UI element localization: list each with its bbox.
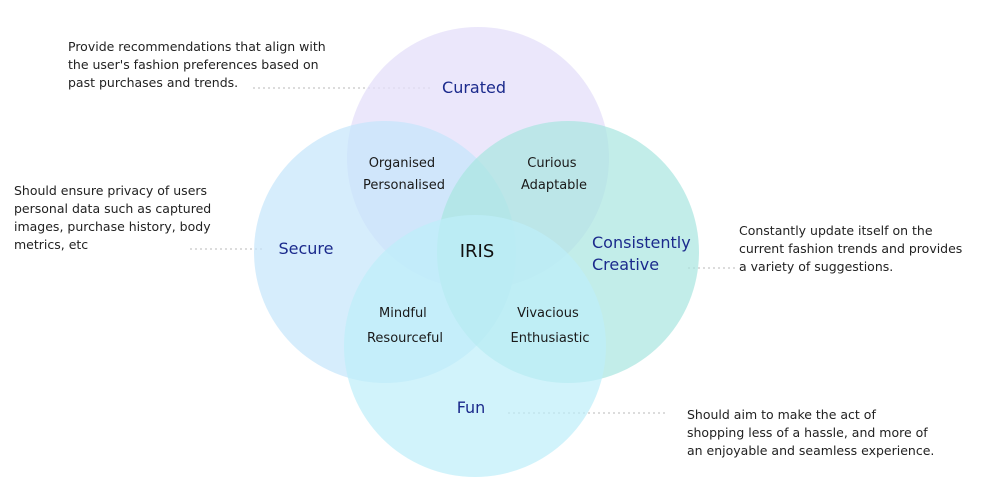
overlap-creative-fun: Vivacious Enthusiastic xyxy=(510,306,589,346)
label-creative: Consistently Creative xyxy=(592,233,696,274)
overlap-creative-fun-line-2: Enthusiastic xyxy=(510,331,589,346)
overlap-creative-fun-line-1: Vivacious xyxy=(517,306,579,321)
note-secure-line: metrics, etc xyxy=(14,237,89,252)
note-fun-line: shopping less of a hassle, and more of xyxy=(687,425,928,440)
note-curated-line: past purchases and trends. xyxy=(68,75,239,90)
note-curated-line: Provide recommendations that align with xyxy=(68,39,326,54)
overlap-secure-fun-line-1: Mindful xyxy=(379,306,427,321)
label-curated: Curated xyxy=(442,78,506,97)
note-secure-line: Should ensure privacy of users xyxy=(14,183,208,198)
label-secure: Secure xyxy=(278,239,333,258)
overlap-secure-fun-line-2: Resourceful xyxy=(367,331,443,346)
overlap-curated-creative-line-2: Adaptable xyxy=(521,178,587,193)
note-secure: Should ensure privacy of users personal … xyxy=(14,182,211,254)
note-creative-line: Constantly update itself on the xyxy=(739,223,933,238)
note-curated-line: the user's fashion preferences based on xyxy=(68,57,319,72)
overlap-curated-creative: Curious Adaptable xyxy=(521,156,587,193)
circle-fun xyxy=(344,215,606,477)
overlap-curated-secure-line-1: Organised xyxy=(369,156,435,171)
label-creative-line-2: Creative xyxy=(592,255,659,274)
note-creative-line: a variety of suggestions. xyxy=(739,259,894,274)
note-secure-line: images, purchase history, body xyxy=(14,219,211,234)
note-fun-line: Should aim to make the act of xyxy=(687,407,876,422)
label-curated-line: Curated xyxy=(442,78,506,97)
note-fun-line: an enjoyable and seamless experience. xyxy=(687,443,935,458)
label-fun: Fun xyxy=(457,398,486,417)
label-secure-line: Secure xyxy=(278,239,333,258)
note-creative: Constantly update itself on the current … xyxy=(739,222,962,276)
overlap-curated-secure: Organised Personalised xyxy=(363,156,445,193)
note-creative-line: current fashion trends and provides xyxy=(739,241,963,256)
center-label: IRIS xyxy=(460,241,495,262)
label-fun-line: Fun xyxy=(457,398,486,417)
overlap-curated-secure-line-2: Personalised xyxy=(363,178,445,193)
note-fun: Should aim to make the act of shopping l… xyxy=(687,406,934,460)
overlap-secure-fun: Mindful Resourceful xyxy=(367,306,443,346)
note-curated: Provide recommendations that align with … xyxy=(68,38,326,92)
overlap-curated-creative-line-1: Curious xyxy=(527,156,576,171)
label-creative-line-1: Consistently xyxy=(592,233,691,252)
note-secure-line: personal data such as captured xyxy=(14,201,212,216)
